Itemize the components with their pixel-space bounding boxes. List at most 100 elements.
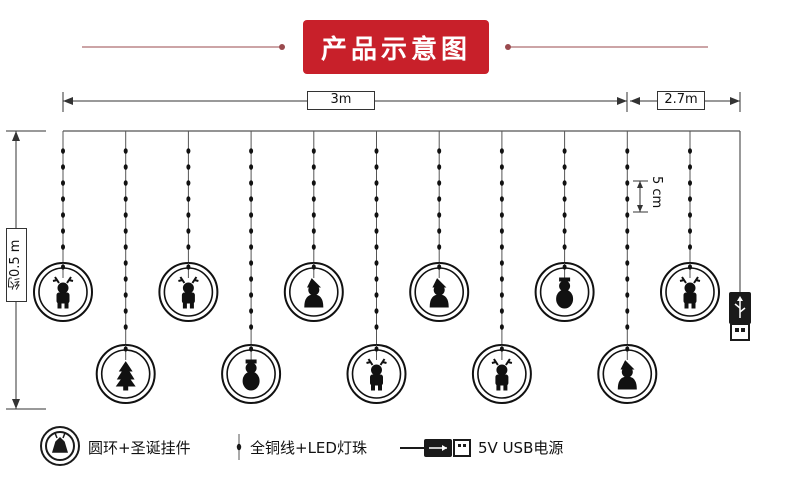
led-bead xyxy=(562,244,567,250)
led-bead xyxy=(688,164,692,170)
led-bead xyxy=(688,244,692,250)
spacing-label: 5 cm xyxy=(649,176,664,209)
led-bead xyxy=(249,180,254,186)
led-bead xyxy=(61,180,65,186)
led-bead xyxy=(437,244,442,250)
length-label: 3m xyxy=(307,91,375,110)
spacing-dimension xyxy=(633,180,648,213)
led-bead xyxy=(499,180,504,186)
led-bead xyxy=(374,308,379,314)
led-bead xyxy=(499,148,504,154)
led-bead xyxy=(123,276,128,282)
led-bead xyxy=(123,196,128,202)
light-strand xyxy=(409,131,470,322)
led-bead xyxy=(499,276,504,282)
light-strand xyxy=(158,131,219,322)
led-bead xyxy=(123,260,128,266)
led-bead xyxy=(186,212,191,218)
light-strands xyxy=(33,131,720,404)
light-strand xyxy=(597,131,658,404)
light-strand xyxy=(283,131,344,322)
height-label: 约0.5 m xyxy=(6,228,27,302)
led-bead xyxy=(311,164,316,170)
led-bead xyxy=(123,164,128,170)
snowman-ornament-icon xyxy=(534,262,595,322)
led-bead xyxy=(249,324,254,330)
led-bead xyxy=(61,244,65,250)
reindeer-ornament-icon xyxy=(158,262,219,322)
legend-ring-icon xyxy=(40,426,80,466)
led-bead xyxy=(625,324,630,330)
led-bead xyxy=(123,292,128,298)
led-bead xyxy=(437,212,442,218)
led-bead xyxy=(625,228,630,234)
led-bead xyxy=(249,308,254,314)
santa-ornament-icon xyxy=(283,262,344,322)
led-bead xyxy=(562,228,567,234)
led-bead xyxy=(437,228,442,234)
light-strand xyxy=(346,131,407,404)
led-bead xyxy=(311,180,316,186)
led-bead xyxy=(186,244,191,250)
led-bead xyxy=(186,164,191,170)
led-bead xyxy=(499,196,504,202)
led-bead xyxy=(625,196,630,202)
santa-ornament-icon xyxy=(409,262,470,322)
led-bead xyxy=(186,148,191,154)
led-bead xyxy=(499,292,504,298)
light-strand xyxy=(95,131,156,404)
led-bead xyxy=(311,228,316,234)
led-bead xyxy=(123,180,128,186)
santa-ornament-icon xyxy=(597,344,658,404)
led-bead xyxy=(249,164,254,170)
led-bead xyxy=(499,324,504,330)
title-right-dot xyxy=(505,44,511,50)
led-bead xyxy=(625,180,630,186)
led-bead xyxy=(374,148,379,154)
led-bead xyxy=(311,148,316,154)
led-bead xyxy=(499,164,504,170)
title-left-dot xyxy=(279,44,285,50)
led-bead xyxy=(374,260,379,266)
legend-wire-label: 全铜线+LED灯珠 xyxy=(250,439,367,457)
page-title: 产品示意图 xyxy=(303,20,489,74)
led-bead xyxy=(123,244,128,250)
led-bead xyxy=(562,180,567,186)
led-bead xyxy=(499,228,504,234)
legend-usb-label: 5V USB电源 xyxy=(478,439,564,457)
led-bead xyxy=(61,164,65,170)
led-bead xyxy=(61,212,65,218)
legend-ring-label: 圆环+圣诞挂件 xyxy=(88,439,191,457)
led-bead xyxy=(374,292,379,298)
led-bead xyxy=(374,324,379,330)
led-bead xyxy=(186,196,191,202)
reindeer-ornament-icon xyxy=(471,344,532,404)
led-bead xyxy=(123,324,128,330)
led-bead xyxy=(311,212,316,218)
led-bead xyxy=(437,196,442,202)
led-bead xyxy=(249,196,254,202)
led-bead xyxy=(688,212,692,218)
led-bead xyxy=(123,212,128,218)
led-bead xyxy=(499,244,504,250)
led-bead xyxy=(625,292,630,298)
led-bead xyxy=(374,228,379,234)
light-strand xyxy=(221,131,282,404)
led-bead xyxy=(562,212,567,218)
led-bead xyxy=(374,180,379,186)
reindeer-ornament-icon xyxy=(346,344,407,404)
led-bead xyxy=(499,308,504,314)
led-bead xyxy=(625,164,630,170)
tree-ornament-icon xyxy=(95,344,156,404)
legend-usb-icon xyxy=(400,439,471,457)
led-bead xyxy=(61,228,65,234)
led-bead xyxy=(688,180,692,186)
led-bead xyxy=(374,244,379,250)
led-bead xyxy=(311,196,316,202)
led-bead xyxy=(562,148,567,154)
led-bead xyxy=(437,164,442,170)
led-bead xyxy=(625,276,630,282)
led-bead xyxy=(499,212,504,218)
